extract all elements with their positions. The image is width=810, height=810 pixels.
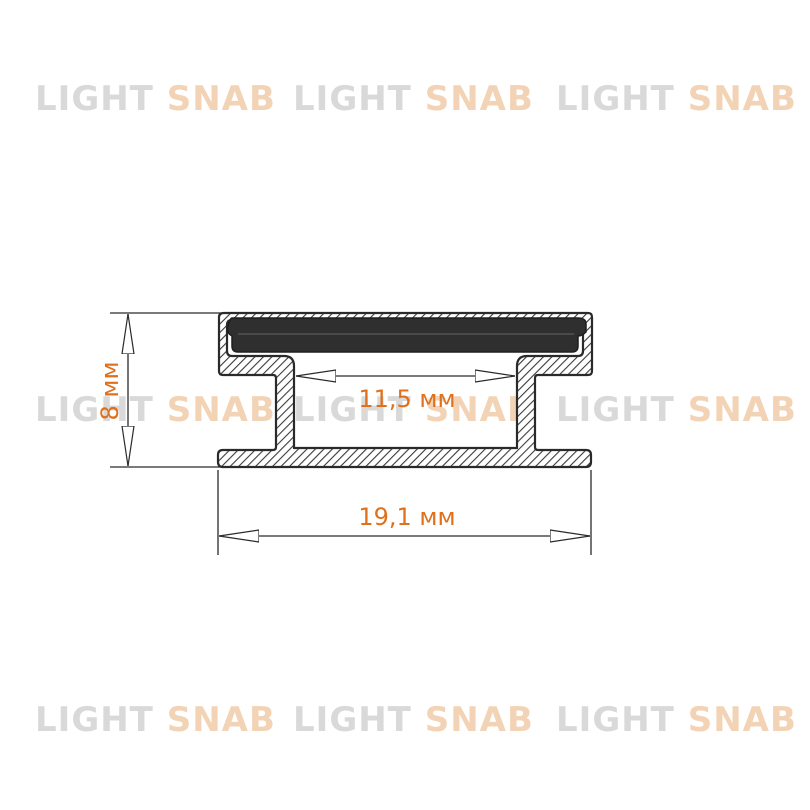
- height-label: 8 мм: [96, 361, 124, 420]
- watermark-part2: SNAB: [688, 79, 797, 119]
- watermark-part2: SNAB: [425, 79, 534, 119]
- watermark-part1: LIGHT: [293, 79, 425, 119]
- watermark-logo: LIGHT SNAB: [293, 79, 534, 119]
- watermark-logo: LIGHT SNAB: [556, 700, 797, 740]
- watermark-part1: LIGHT: [293, 700, 425, 740]
- watermark-part2: SNAB: [688, 390, 797, 430]
- watermark-logo: LIGHT SNAB: [556, 79, 797, 119]
- aluminum-profile: [216, 311, 594, 469]
- watermark-part1: LIGHT: [35, 700, 167, 740]
- watermark-part1: LIGHT: [556, 79, 688, 119]
- watermark-part1: LIGHT: [293, 390, 425, 430]
- watermark-logo: LIGHT SNAB: [293, 390, 534, 430]
- watermark-part1: LIGHT: [556, 390, 688, 430]
- watermark-part2: SNAB: [425, 700, 534, 740]
- watermark-logo: LIGHT SNAB: [35, 390, 276, 430]
- watermark-logo: LIGHT SNAB: [35, 700, 276, 740]
- inner-width-label: 11,5 мм: [358, 385, 455, 413]
- diffuser-cover: [226, 317, 587, 353]
- watermark-part2: SNAB: [688, 700, 797, 740]
- watermark-part1: LIGHT: [556, 700, 688, 740]
- inner-channel-outline: [293, 366, 518, 449]
- watermark-part1: LIGHT: [35, 79, 167, 119]
- watermark-part2: SNAB: [167, 390, 276, 430]
- watermark-logo: LIGHT SNAB: [556, 390, 797, 430]
- watermark-part2: SNAB: [167, 700, 276, 740]
- extension-lines: [110, 312, 592, 555]
- outer-width-label: 19,1 мм: [358, 503, 455, 531]
- watermark-part2: SNAB: [167, 79, 276, 119]
- watermark-logo: LIGHT SNAB: [293, 700, 534, 740]
- watermark-part1: LIGHT: [35, 390, 167, 430]
- watermark-part2: SNAB: [425, 390, 534, 430]
- watermark-logo: LIGHT SNAB: [35, 79, 276, 119]
